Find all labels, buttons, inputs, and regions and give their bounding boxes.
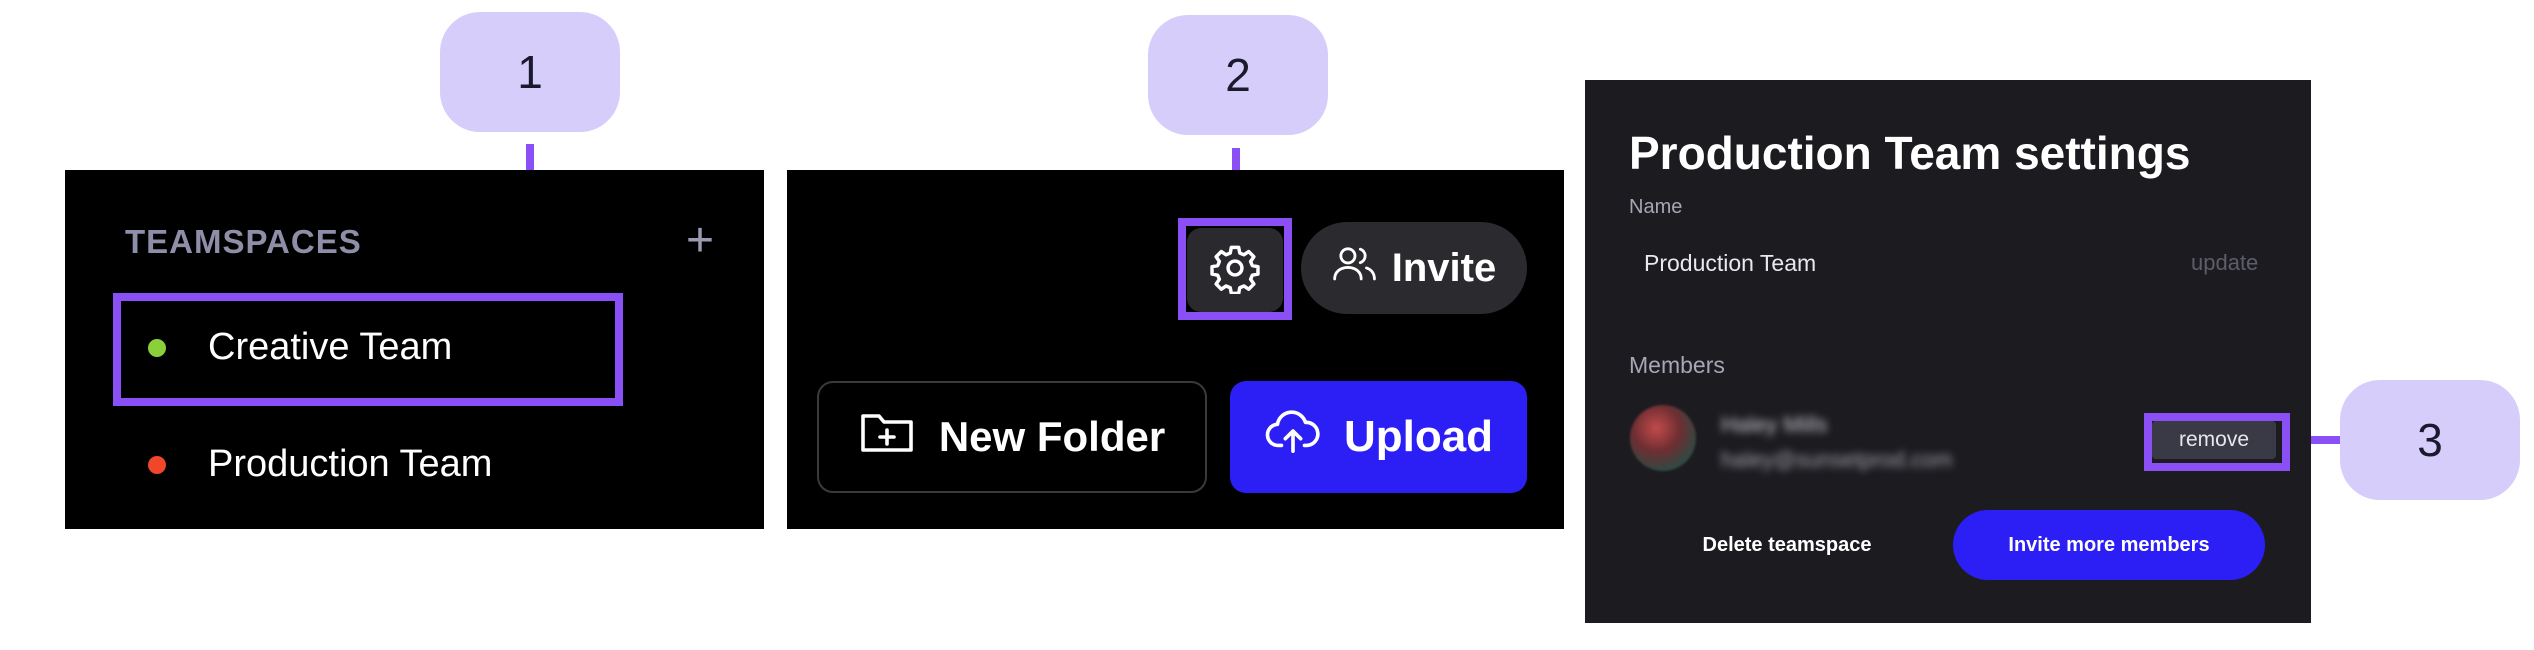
members-label: Members bbox=[1629, 352, 1725, 378]
highlight-settings-button bbox=[1178, 218, 1292, 320]
add-teamspace-icon[interactable]: + bbox=[686, 214, 715, 267]
teamspaces-header: TEAMSPACES bbox=[125, 223, 362, 260]
name-field[interactable]: Production Team bbox=[1644, 250, 1817, 276]
teamspace-settings-button[interactable] bbox=[1187, 228, 1283, 312]
remove-member-button[interactable]: remove bbox=[2152, 421, 2276, 459]
teamspace-item-creative[interactable]: Creative Team bbox=[148, 326, 452, 369]
callout-3: 3 bbox=[2340, 380, 2520, 500]
teamspace-item-production[interactable]: Production Team bbox=[148, 443, 492, 486]
update-button[interactable]: update bbox=[2191, 250, 2259, 275]
name-field-label: Name bbox=[1629, 196, 1683, 218]
callout-2: 2 bbox=[1148, 15, 1328, 135]
dialog-title: Production Team settings bbox=[1629, 127, 2191, 179]
highlight-creative-team bbox=[113, 293, 623, 406]
users-icon bbox=[1332, 243, 1378, 293]
member-name: Haley Mills bbox=[1721, 412, 1828, 437]
status-dot-icon bbox=[148, 455, 166, 474]
upload-button[interactable]: Upload bbox=[1230, 381, 1527, 493]
status-dot-icon bbox=[148, 338, 166, 357]
callout-1: 1 bbox=[440, 12, 620, 132]
folder-plus-icon bbox=[859, 408, 915, 466]
highlight-remove-button bbox=[2144, 413, 2290, 471]
new-folder-label: New Folder bbox=[938, 413, 1166, 460]
teamspaces-panel bbox=[65, 170, 764, 529]
teamspace-item-label: Creative Team bbox=[208, 326, 453, 368]
invite-button-label: Invite bbox=[1391, 245, 1497, 290]
teamspace-item-label: Production Team bbox=[208, 443, 493, 485]
new-folder-button[interactable]: New Folder bbox=[817, 381, 1207, 493]
invite-more-members-button[interactable]: Invite more members bbox=[1953, 510, 2265, 580]
gear-icon bbox=[1209, 242, 1261, 299]
cloud-upload-icon bbox=[1264, 409, 1322, 466]
delete-teamspace-button[interactable]: Delete teamspace bbox=[1702, 533, 1872, 556]
invite-button[interactable]: Invite bbox=[1301, 222, 1527, 314]
member-email: haley@sunsetprod.com bbox=[1721, 447, 1953, 472]
avatar bbox=[1630, 405, 1696, 471]
upload-label: Upload bbox=[1343, 412, 1494, 461]
callout-3-connector bbox=[2288, 436, 2340, 444]
